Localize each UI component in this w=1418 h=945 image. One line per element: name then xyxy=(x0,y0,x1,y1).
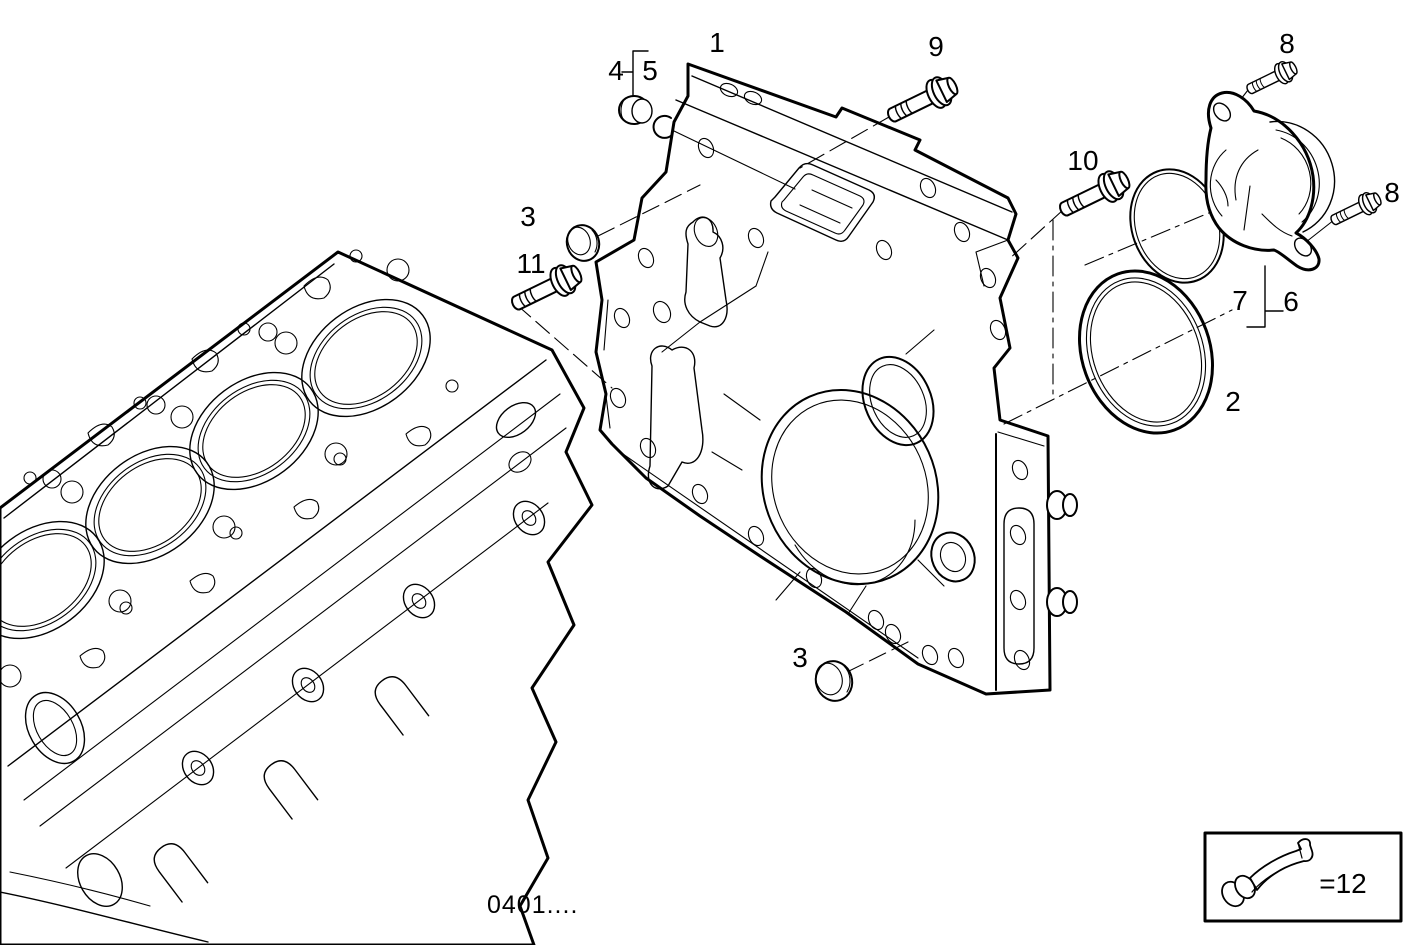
callout-9: 9 xyxy=(928,31,944,62)
callout-8-right: 8 xyxy=(1384,177,1400,208)
callout-4: 4 xyxy=(608,55,624,86)
callout-3-lower: 3 xyxy=(792,642,808,673)
sealant-tube-icon xyxy=(1221,838,1314,908)
callout-6: 6 xyxy=(1283,286,1299,317)
engine-block-drawing xyxy=(0,249,594,945)
callout-1: 1 xyxy=(709,27,725,58)
bolt-icon-9 xyxy=(881,69,964,132)
bolt-icon-8-right xyxy=(1326,187,1386,232)
callout-8-top: 8 xyxy=(1279,28,1295,59)
cylinder-bores xyxy=(0,298,431,640)
plug-icon-3-upper xyxy=(565,224,601,262)
cup-plug-icon-4 xyxy=(618,95,653,125)
leader-lines xyxy=(516,89,1335,673)
timing-gearcase-drawing xyxy=(594,62,1078,696)
callout-10: 10 xyxy=(1067,145,1099,176)
callout-7: 7 xyxy=(1232,285,1248,316)
callout-11: 11 xyxy=(516,248,546,279)
crankshaft-opening xyxy=(760,389,940,585)
deck-holes xyxy=(0,249,459,688)
callout-3-upper: 3 xyxy=(520,201,536,232)
figure-caption: 0401.... xyxy=(487,891,579,919)
callout-2: 2 xyxy=(1225,386,1241,417)
stud-bolt xyxy=(1046,490,1078,617)
legend-label: =12 xyxy=(1319,868,1367,899)
front-cover-drawing xyxy=(1204,90,1336,272)
callout-5: 5 xyxy=(642,55,658,86)
plug-icon-3-lower xyxy=(814,660,854,702)
seal-ring-drawing xyxy=(1077,269,1215,435)
block-front-face xyxy=(0,393,567,943)
legend-box xyxy=(1203,831,1403,923)
case-right-flange xyxy=(995,431,1078,691)
case-web-lines xyxy=(603,239,1009,659)
snap-ring-icon-5 xyxy=(652,114,673,139)
bolt-icon-8-top xyxy=(1242,56,1302,101)
callout-brackets xyxy=(621,50,1284,328)
